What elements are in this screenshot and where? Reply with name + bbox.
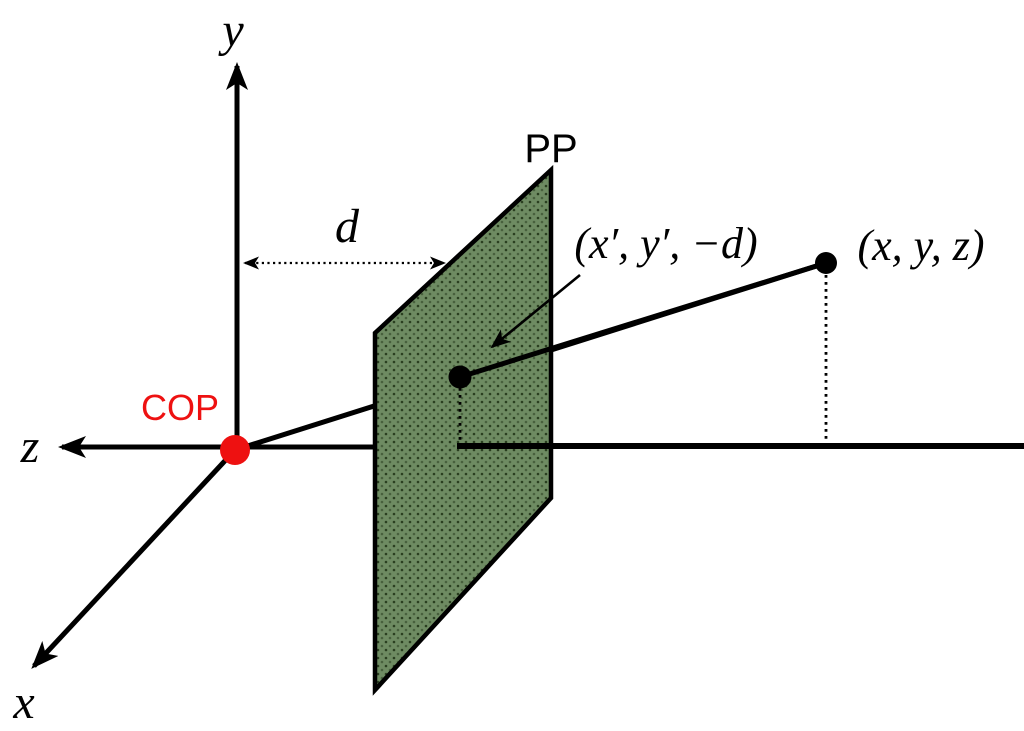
cop-point	[220, 435, 250, 465]
cop-label: COP	[141, 387, 219, 428]
world-point-label: (x, y, z)	[857, 221, 984, 270]
d-distance-label: d	[335, 200, 360, 253]
projected-point-pointer-arrow	[490, 273, 581, 349]
projected-point	[448, 365, 472, 389]
z-axis-label: z	[20, 420, 40, 473]
x-axis-line	[31, 448, 237, 669]
front-layer: y z x d COP PP (x′, y′, −d) (x, y, z)	[12, 4, 1024, 729]
y-axis-label: y	[217, 4, 244, 57]
pp-label: PP	[524, 127, 577, 171]
x-axis-label: x	[12, 676, 34, 729]
world-point	[815, 252, 837, 274]
projection-plane	[372, 164, 554, 696]
projection-ray-front	[459, 260, 827, 380]
projected-point-label: (x′, y′, −d)	[574, 219, 757, 268]
